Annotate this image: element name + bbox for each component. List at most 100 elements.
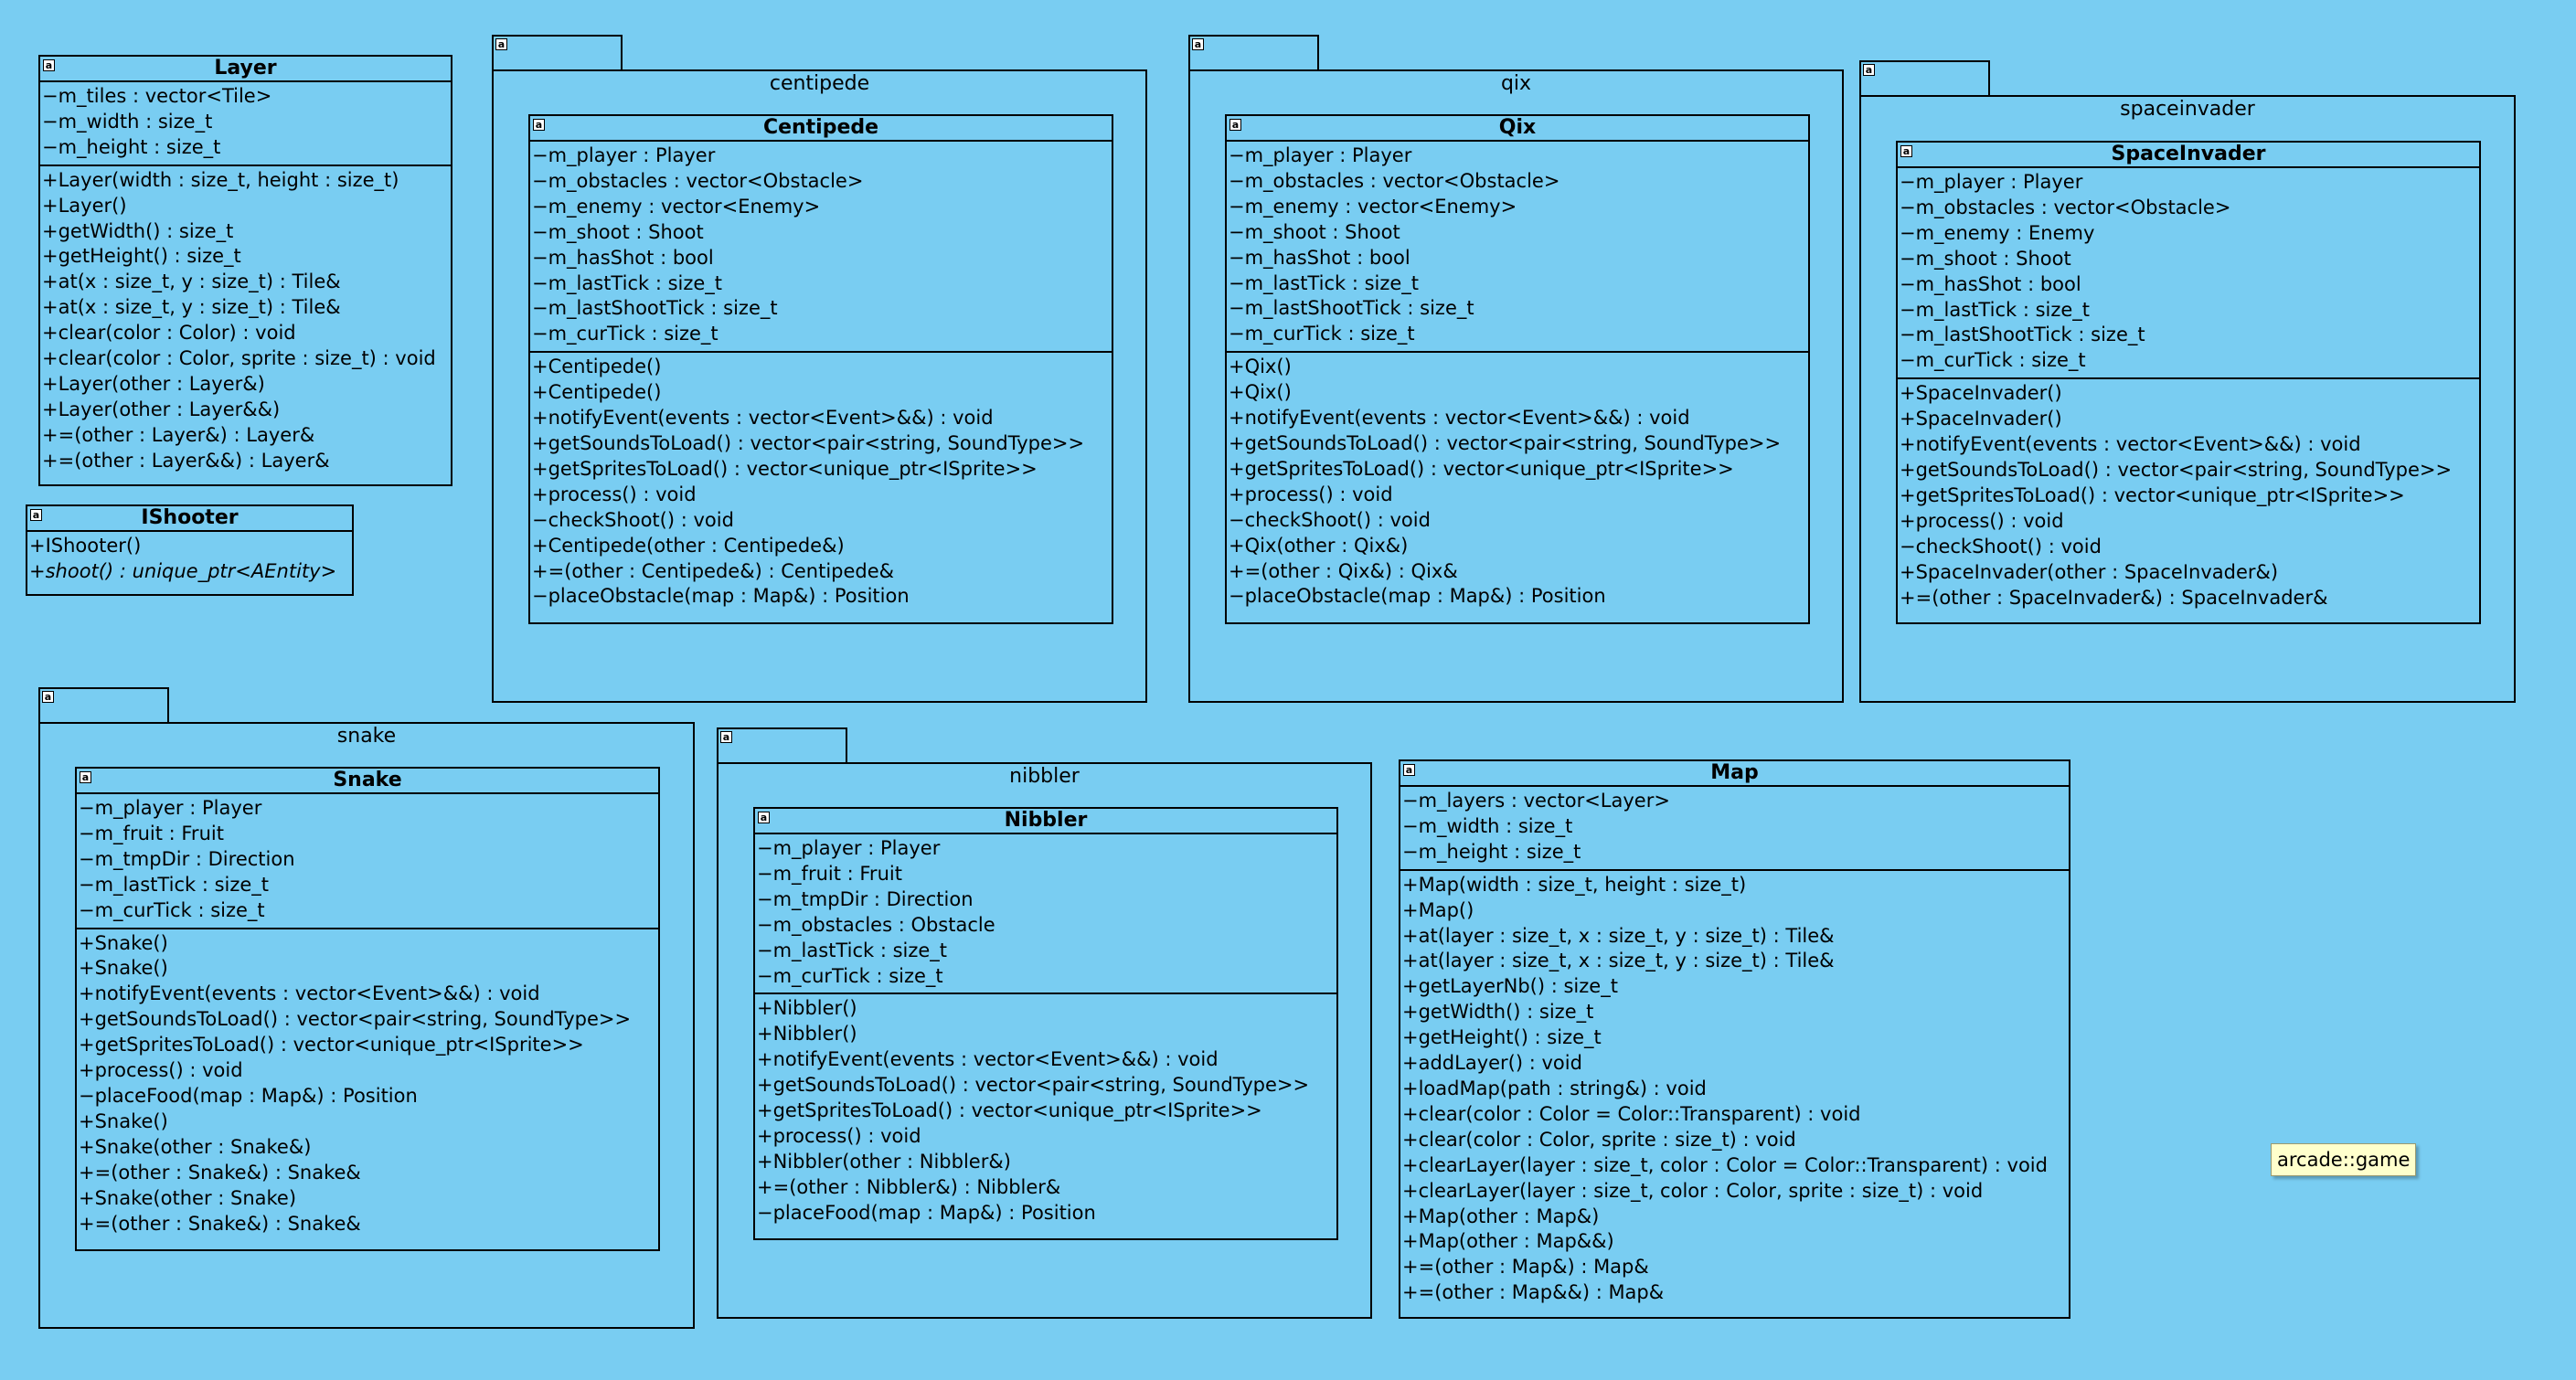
operation-row: +getSpritesToLoad() : vector<unique_ptr<… (79, 1034, 584, 1056)
class-qix[interactable]: a Qix −m_player : Player−m_obstacles : v… (1225, 114, 1810, 624)
operation-row: +Nibbler(other : Nibbler&) (757, 1150, 1011, 1173)
operation-row: +process() : void (1900, 509, 2064, 532)
operation-row: +Map() (1402, 898, 1474, 921)
operation-row: +getSpritesToLoad() : vector<unique_ptr<… (757, 1099, 1262, 1122)
attributes: −m_player : Player−m_obstacles : vector<… (1227, 142, 1808, 351)
attribute-row: −m_lastTick : size_t (532, 271, 723, 294)
operation-row: +getSoundsToLoad() : vector<pair<string,… (757, 1074, 1310, 1097)
operation-row: +Snake(other : Snake&) (79, 1135, 312, 1158)
operation-row: +notifyEvent(events : vector<Event>&&) :… (532, 407, 994, 430)
operation-row: +Layer(width : size_t, height : size_t) (42, 168, 399, 191)
operation-row: +=(other : Snake&) : Snake& (79, 1161, 361, 1184)
operation-row: +process() : void (79, 1059, 243, 1082)
operation-row: −placeObstacle(map : Map&) : Position (1229, 585, 1606, 608)
class-name: Layer (40, 57, 451, 82)
attribute-row: −m_player : Player (1900, 171, 2083, 193)
operation-row: +notifyEvent(events : vector<Event>&&) :… (1229, 407, 1690, 430)
operation-row: +getSoundsToLoad() : vector<pair<string,… (532, 431, 1085, 454)
package-snake[interactable]: a snake (38, 687, 695, 1329)
attribute-row: −m_curTick : size_t (532, 323, 719, 345)
operations: +Snake()+Snake()+notifyEvent(events : ve… (77, 927, 658, 1241)
package-qix[interactable]: a qix (1188, 35, 1844, 703)
operation-row: +getSoundsToLoad() : vector<pair<string,… (1900, 458, 2453, 481)
package-name: snake (336, 725, 397, 748)
class-nibbler[interactable]: a Nibbler −m_player : Player−m_fruit : F… (753, 807, 1338, 1240)
package-nibbler[interactable]: a nibbler (717, 727, 1372, 1319)
class-snake[interactable]: a Snake −m_player : Player−m_fruit : Fru… (75, 767, 660, 1251)
operation-row: +loadMap(path : string&) : void (1402, 1077, 1707, 1099)
attribute-row: −m_curTick : size_t (1229, 323, 1415, 345)
operation-row: +getSoundsToLoad() : vector<pair<string,… (79, 1008, 632, 1031)
operation-row: +=(other : Centipede&) : Centipede& (532, 559, 895, 582)
class-icon: a (30, 509, 42, 521)
operation-row: +=(other : Map&&) : Map& (1402, 1281, 1665, 1304)
attribute-row: −m_tmpDir : Direction (757, 887, 974, 910)
operation-row: +Layer() (42, 194, 127, 217)
package-icon: a (1192, 38, 1204, 50)
attribute-row: −m_curTick : size_t (79, 898, 265, 921)
class-name: SpaceInvader (1898, 143, 2479, 168)
operation-row: +=(other : Nibbler&) : Nibbler& (757, 1175, 1061, 1198)
package-name: centipede (769, 72, 870, 95)
operation-row: +Map(other : Map&) (1402, 1205, 1600, 1227)
operations: +Map(width : size_t, height : size_t)+Ma… (1400, 868, 2069, 1310)
attributes: −m_player : Player −m_obstacles : vector<… (1898, 168, 2479, 377)
operation-row: +clear(color : Color) : void (42, 322, 296, 345)
attribute-row: −m_curTick : size_t (757, 964, 943, 987)
class-name: Centipede (530, 116, 1112, 142)
operation-row: +Centipede() (532, 381, 662, 404)
attribute-row: −m_fruit : Fruit (79, 822, 224, 844)
operation-row: +Centipede(other : Centipede&) (532, 534, 845, 557)
operation-row: +process() : void (1229, 483, 1393, 505)
attributes: −m_tiles : vector<Tile>−m_width : size_t… (40, 82, 451, 165)
operations: +Nibbler()+Nibbler()+notifyEvent(events … (755, 993, 1336, 1229)
attribute-row: −m_shoot : Shoot (1229, 220, 1400, 243)
class-ishooter[interactable]: a IShooter +IShooter() +shoot() : unique… (26, 504, 354, 596)
operation-row: +Nibbler() (757, 997, 857, 1020)
operation-row: +process() : void (757, 1124, 921, 1147)
attribute-row: −m_enemy : Enemy (1900, 221, 2095, 244)
operation-row: +getLayerNb() : size_t (1402, 975, 1618, 998)
attribute-row: −m_obstacles : Obstacle (757, 913, 995, 936)
attribute-row: −m_enemy : vector<Enemy> (1229, 195, 1517, 218)
operation-row: +at(layer : size_t, x : size_t, y : size… (1402, 950, 1835, 972)
class-icon: a (43, 59, 55, 71)
attribute-row: −m_obstacles : vector<Obstacle> (1900, 196, 2231, 218)
attribute-row: −m_height : size_t (1402, 840, 1581, 863)
attribute-row: −m_lastShootTick : size_t (1229, 297, 1474, 320)
attribute-row: −m_curTick : size_t (1900, 349, 2086, 372)
attribute-row: −m_lastShootTick : size_t (532, 297, 778, 320)
operation-row: +Qix() (1229, 381, 1292, 404)
operation-row: +addLayer() : void (1402, 1052, 1582, 1075)
class-layer[interactable]: a Layer −m_tiles : vector<Tile>−m_width … (38, 55, 452, 486)
namespace-note[interactable]: arcade::game (2271, 1143, 2417, 1176)
attribute-row: −m_fruit : Fruit (757, 862, 902, 885)
operation-row: +getSpritesToLoad() : vector<unique_ptr<… (1900, 483, 2405, 506)
operation-row: +Snake() (79, 1109, 168, 1132)
package-spaceinvader[interactable]: a spaceinvader (1859, 60, 2516, 703)
attribute-row: −m_height : size_t (42, 135, 221, 158)
operation-row: +=(other : Layer&&) : Layer& (42, 449, 330, 472)
operation-row: −placeObstacle(map : Map&) : Position (532, 585, 910, 608)
package-centipede[interactable]: a centipede (492, 35, 1147, 703)
operations: +Centipede()+Centipede()+notifyEvent(eve… (530, 351, 1112, 613)
attribute-row: −m_lastTick : size_t (1900, 298, 2091, 321)
class-centipede[interactable]: a Centipede −m_player : Player−m_obstacl… (528, 114, 1113, 624)
operation-row: +Snake() (79, 957, 168, 980)
class-map[interactable]: a Map −m_layers : vector<Layer>−m_width … (1399, 759, 2070, 1319)
operations: +Layer(width : size_t, height : size_t) +… (40, 164, 451, 478)
package-icon: a (1863, 64, 1875, 76)
operation-row: +IShooter() (29, 535, 142, 557)
attribute-row: −m_player : Player (79, 797, 262, 819)
attribute-row: −m_hasShot : bool (1900, 272, 2081, 295)
attribute-row: −m_lastShootTick : size_t (1900, 324, 2145, 346)
operation-row: +=(other : SpaceInvader&) : SpaceInvader… (1900, 586, 2328, 609)
operation-row: +clearLayer(layer : size_t, color : Colo… (1402, 1179, 1984, 1202)
attribute-row: −m_lastTick : size_t (757, 939, 948, 961)
operations: +Qix()+Qix()+notifyEvent(events : vector… (1227, 351, 1808, 613)
operation-row: +=(other : Qix&) : Qix& (1229, 559, 1458, 582)
operation-row: +SpaceInvader(other : SpaceInvader&) (1900, 560, 2279, 583)
attributes: −m_player : Player−m_fruit : Fruit−m_tmp… (77, 794, 658, 928)
class-spaceinvader[interactable]: a SpaceInvader −m_player : Player−m_obst… (1896, 141, 2481, 624)
attribute-row: −m_layers : vector<Layer> (1402, 790, 1670, 812)
